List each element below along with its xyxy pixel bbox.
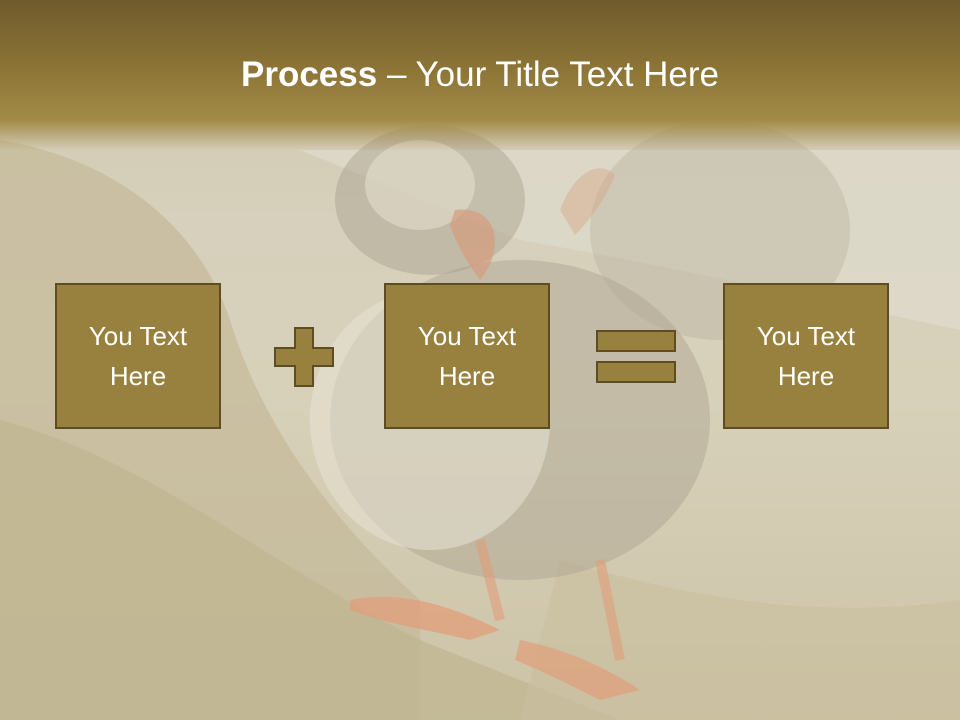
text-box-1[interactable]: You Text Here (55, 283, 221, 429)
text-box-2[interactable]: You Text Here (384, 283, 550, 429)
text-box-3-label: You Text Here (756, 321, 856, 391)
text-box-2-label: You Text Here (417, 321, 517, 391)
text-box-1-label: You Text Here (88, 321, 188, 391)
title-rest: – Your Title Text Here (377, 55, 719, 94)
slide-title: Process – Your Title Text Here (0, 52, 960, 98)
plus-icon (274, 327, 334, 387)
title-band (0, 0, 960, 150)
title-bold: Process (241, 55, 378, 94)
equals-icon (596, 330, 676, 383)
text-box-3[interactable]: You Text Here (723, 283, 889, 429)
